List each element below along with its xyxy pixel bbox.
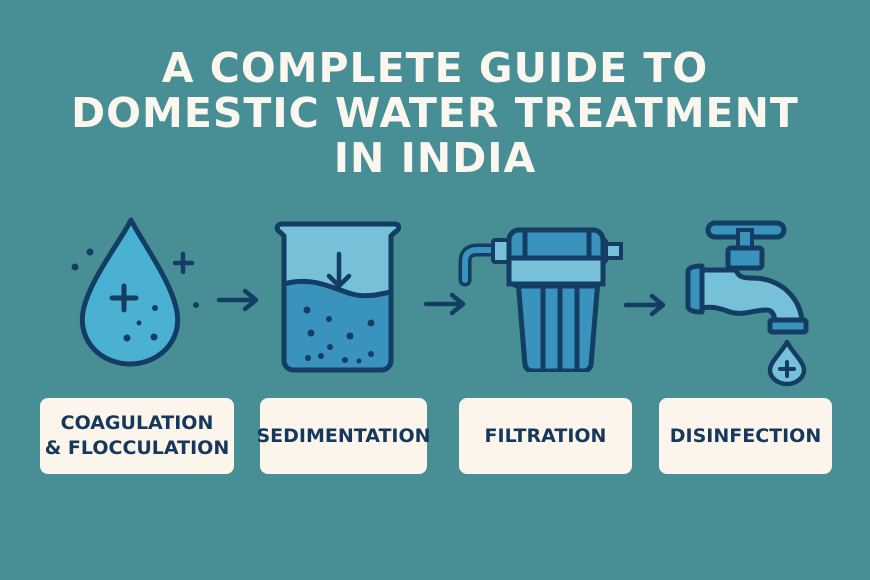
step-label: SEDIMENTATION xyxy=(256,424,431,447)
step-label: FILTRATION xyxy=(484,424,607,447)
step-card-filtration: FILTRATION xyxy=(459,398,632,474)
water-filter-cartridge-icon xyxy=(458,227,623,372)
step-card-coagulation-flocculation: COAGULATION & FLOCCULATION xyxy=(40,398,234,474)
step-label: DISINFECTION xyxy=(669,424,822,447)
step-card-sedimentation: SEDIMENTATION xyxy=(256,398,431,474)
step-card-disinfection: DISINFECTION xyxy=(659,398,832,474)
step-label-line: & FLOCCULATION xyxy=(44,437,230,459)
arrow-right-icon xyxy=(216,288,259,312)
title-line-1: A COMPLETE GUIDE TO xyxy=(161,44,709,92)
water-drop-with-particles-icon xyxy=(71,217,199,367)
page-title: A COMPLETE GUIDE TO DOMESTIC WATER TREAT… xyxy=(0,46,870,181)
title-line-2: DOMESTIC WATER TREATMENT xyxy=(71,89,799,137)
step-label-line: COAGULATION xyxy=(60,412,214,434)
arrow-right-icon xyxy=(423,292,466,316)
arrow-right-icon xyxy=(623,293,666,317)
tap-with-drop-icon xyxy=(685,220,809,387)
beaker-settling-icon xyxy=(274,221,402,373)
title-line-3: IN INDIA xyxy=(333,134,537,182)
